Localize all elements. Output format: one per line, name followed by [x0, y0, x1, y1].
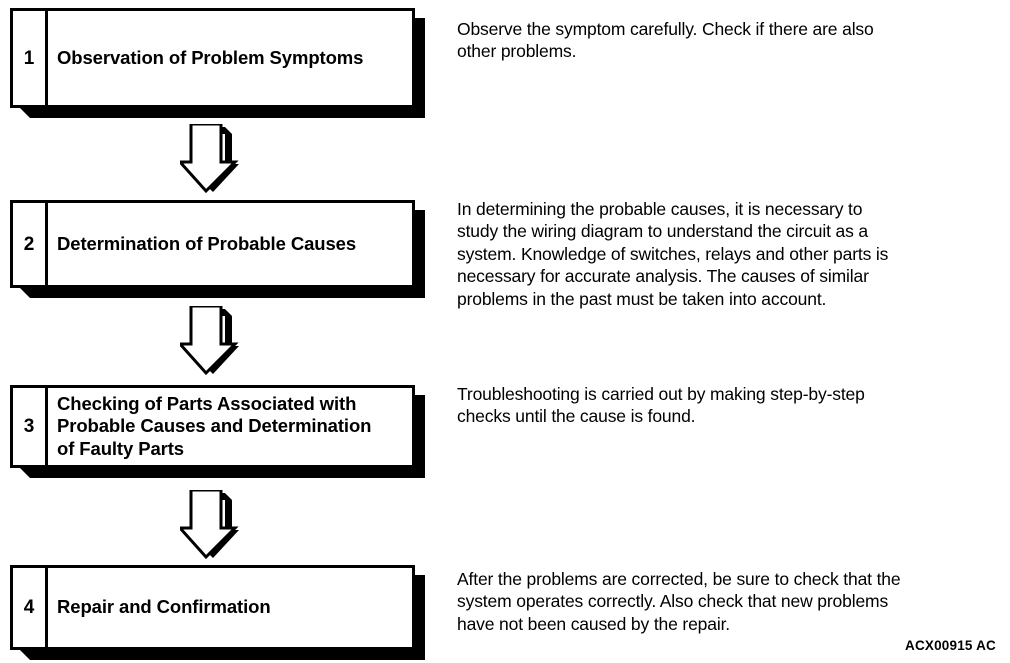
step-description-4-line-3: have not been caused by the repair. [457, 613, 731, 634]
step-description-4: After the problems are corrected, be sur… [457, 568, 1005, 635]
connector-arrow-2 [180, 306, 240, 376]
step-description-4-line-1: After the problems are corrected, be sur… [457, 569, 901, 589]
step-description-2-line-4: necessary for accurate analysis. The cau… [457, 266, 869, 287]
step-box-1-body: 1 Observation of Problem Symptoms [10, 8, 415, 108]
reference-code: ACX00915 AC [905, 638, 996, 653]
connector-arrow-3 [180, 490, 240, 560]
step-title-1: Observation of Problem Symptoms [48, 11, 412, 105]
step-box-3: 3 Checking of Parts Associated with Prob… [10, 385, 415, 468]
step-box-2-body: 2 Determination of Probable Causes [10, 200, 415, 288]
step-title-4-line-1: Repair and Confirmation [57, 596, 271, 618]
step-box-4-body: 4 Repair and Confirmation [10, 565, 415, 650]
step-description-3-line-1: Troubleshooting is carried out by making… [457, 384, 865, 404]
down-arrow-icon [180, 490, 239, 560]
step-description-1-line-1: Observe the symptom carefully. Check if … [457, 19, 874, 39]
step-number-1: 1 [13, 11, 48, 105]
step-title-1-line-1: Observation of Problem Symptoms [57, 46, 364, 68]
step-description-2: In determining the probable causes, it i… [457, 198, 1005, 310]
step-title-4: Repair and Confirmation [48, 568, 412, 647]
step-description-3-line-2: checks until the cause is found. [457, 406, 696, 427]
connector-arrow-1 [180, 124, 240, 194]
step-box-2: 2 Determination of Probable Causes [10, 200, 415, 288]
step-number-4: 4 [13, 568, 48, 647]
step-title-2-line-1: Determination of Probable Causes [57, 232, 357, 254]
step-box-1: 1 Observation of Problem Symptoms [10, 8, 415, 108]
step-number-3: 3 [13, 388, 48, 465]
step-description-2-line-1: In determining the probable causes, it i… [457, 199, 863, 219]
step-description-1: Observe the symptom carefully. Check if … [457, 18, 1005, 63]
step-description-2-line-3: system. Knowledge of switches, relays an… [457, 243, 889, 264]
step-description-1-line-2: other problems. [457, 41, 577, 62]
step-description-2-line-5: problems in the past must be taken into … [457, 288, 827, 309]
step-title-3-line-3: of Faulty Parts [57, 437, 184, 459]
down-arrow-icon [180, 124, 239, 194]
step-box-3-body: 3 Checking of Parts Associated with Prob… [10, 385, 415, 468]
down-arrow-icon [180, 306, 239, 376]
step-description-3: Troubleshooting is carried out by making… [457, 383, 1005, 428]
step-title-3: Checking of Parts Associated with Probab… [48, 388, 412, 465]
step-title-3-line-2: Probable Causes and Determination [57, 415, 372, 437]
step-number-2: 2 [13, 203, 48, 285]
step-box-4: 4 Repair and Confirmation [10, 565, 415, 650]
step-title-2: Determination of Probable Causes [48, 203, 412, 285]
step-description-2-line-2: study the wiring diagram to understand t… [457, 221, 868, 242]
step-title-3-line-1: Checking of Parts Associated with [57, 393, 357, 415]
step-description-4-line-2: system operates correctly. Also check th… [457, 591, 889, 612]
